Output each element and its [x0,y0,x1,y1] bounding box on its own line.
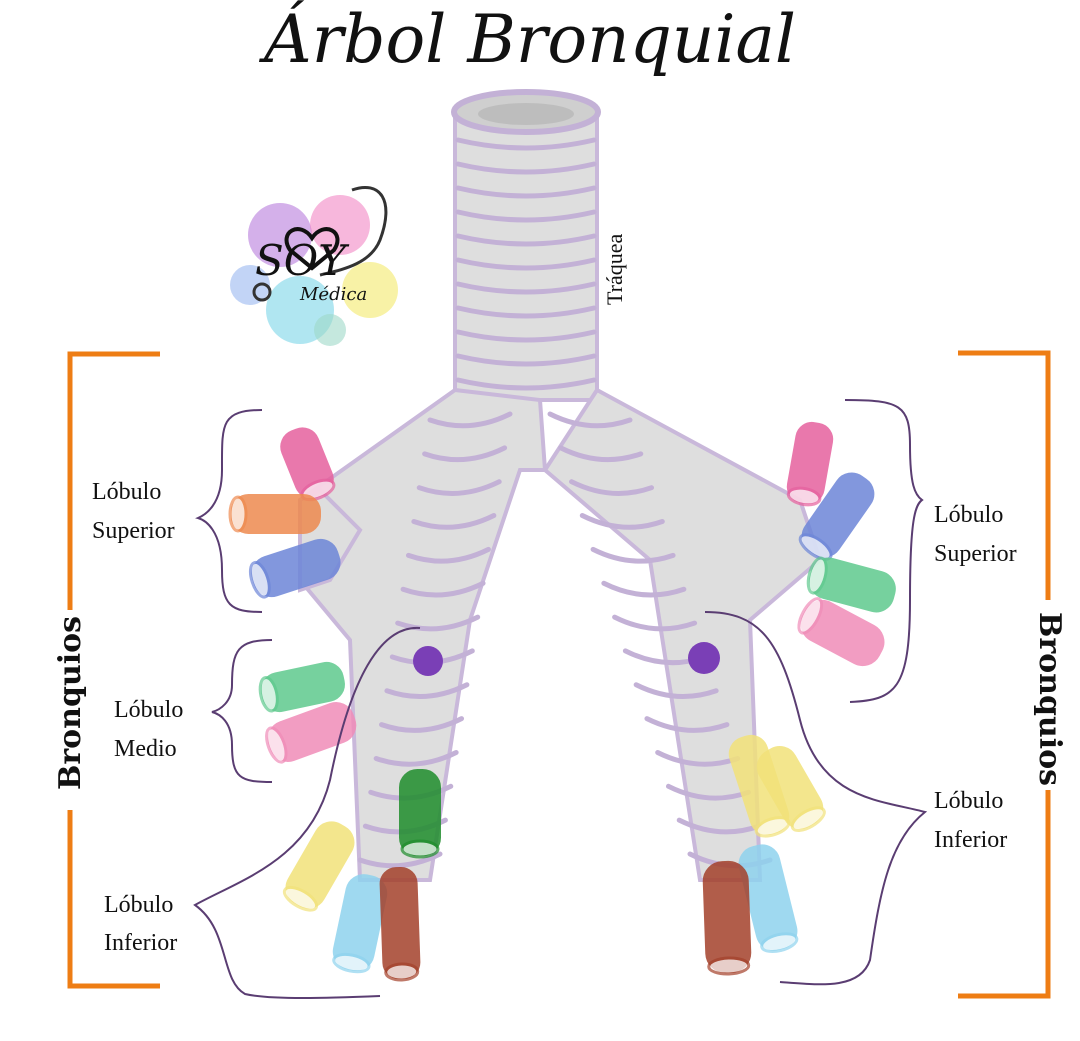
right-inferior-segment-3 [738,844,799,954]
logo: SOY Médica [230,186,398,346]
trachea-ring [455,281,597,295]
right-bronchus-ring [633,682,719,700]
right-bronchus-ring [547,411,633,429]
left-inferior-segment-2 [332,874,388,974]
right-bronchus-ring [665,783,751,801]
left-bronchus-ring [357,851,443,869]
right-bronchus-ring [644,716,730,733]
svg-text:Lóbulo: Lóbulo [104,892,173,918]
right-bronchus-ring [612,614,698,632]
left-superior-anterior-segment [248,538,341,599]
trachea-ring [455,257,597,271]
trachea-label: Tráquea [602,233,627,305]
brace-right-inferior [704,611,928,986]
right-superior-apical-segment [786,421,834,507]
left-bronchus-ring [400,580,486,598]
svg-text:Superior: Superior [934,541,1017,567]
svg-text:Lóbulo: Lóbulo [114,697,183,723]
brace-left-medio [211,639,273,783]
brace-left-inferior [193,626,421,999]
trachea-ring [455,161,597,175]
trachea-ring [455,377,597,391]
left-superior-apical-segment [280,427,336,502]
heart-icon [284,227,340,271]
bronchi-label-right: Bronquios [1032,612,1067,786]
svg-text:Medio: Medio [114,736,177,762]
left-bronchus-ring [416,479,502,496]
svg-text:Inferior: Inferior [934,827,1007,853]
bracket-right [958,350,1051,999]
left-inferior-segment-1 [282,821,355,912]
left-bronchus-ring [379,716,465,733]
right-inferior-label: Lóbulo Inferior [934,788,1007,853]
right-superior-segment-4 [797,597,885,667]
trachea-ring [455,209,597,223]
right-inferior-segment-4 [702,860,752,976]
bracket-left [67,351,160,989]
trachea-ring [455,137,597,151]
left-bronchus-ring [395,614,481,632]
logo-text: SOY [255,236,350,285]
left-lymph-node [413,646,443,676]
logo-subtext: Médica [299,284,367,305]
bronchi-label-left: Bronquios [53,616,88,790]
right-bronchus-ring [579,513,665,530]
left-medio-medial-segment [265,702,357,764]
left-inferior-segment-4 [399,769,441,859]
right-superior-anterior-segment [806,556,896,613]
svg-text:Lóbulo: Lóbulo [934,502,1003,528]
trachea-ring [455,185,597,199]
left-inferior-segment-3 [379,866,421,982]
trachea-ring [455,305,597,319]
right-lymph-node [688,642,720,674]
stethoscope-icon [319,186,388,277]
right-bronchus-ring [655,749,741,767]
diagram-title: Árbol Bronquial [258,1,796,78]
left-bronchus-ring [411,513,497,530]
left-medio-label: Lóbulo Medio [114,697,183,762]
left-bronchus-ring [373,749,459,767]
left-bronchus-ring [427,411,513,429]
right-bronchus-ring [569,479,655,496]
right-bronchus-ring [601,580,687,598]
trachea-ring [455,329,597,343]
left-superior-posterior-segment [228,494,321,534]
svg-text:Inferior: Inferior [104,930,177,956]
right-superior-label: Lóbulo Superior [934,502,1017,567]
left-bronchus-ring [422,445,508,463]
right-superior-posterior-segment [798,472,875,561]
left-bronchus-ring [405,546,491,564]
right-bronchus-ring [558,445,644,463]
svg-text:Superior: Superior [92,518,175,544]
left-superior-label: Lóbulo Superior [92,479,175,544]
right-inferior-segment-2 [756,746,826,832]
trachea-ring [455,233,597,247]
left-bronchus-ring [384,682,470,700]
right-bronchus-ring [590,546,676,564]
brace-right-superior [844,399,924,703]
trachea-ring [455,353,597,367]
svg-text:Lóbulo: Lóbulo [92,479,161,505]
brace-left-superior [195,409,263,613]
left-medio-lateral-segment [258,661,345,713]
left-inferior-label: Lóbulo Inferior [104,892,177,956]
svg-text:Lóbulo: Lóbulo [934,788,1003,814]
right-bronchus-ring [676,817,762,835]
